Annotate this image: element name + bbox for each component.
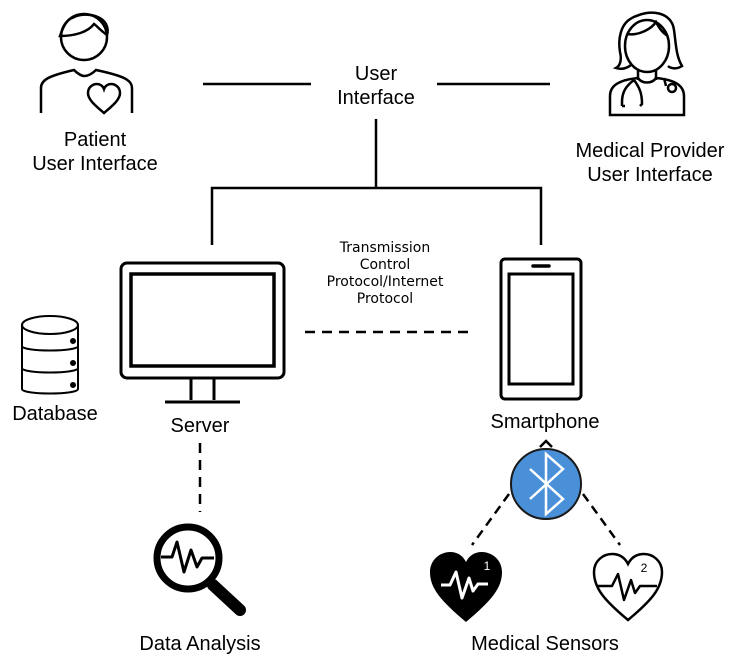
medical-sensors-label: Medical Sensors xyxy=(471,633,619,655)
ui-label-line1: User xyxy=(354,63,398,85)
patient-label-line1: Patient xyxy=(63,129,127,151)
smartphone-label: Smartphone xyxy=(490,411,600,433)
data-analysis-label: Data Analysis xyxy=(139,633,261,655)
sensor-2-number: 2 xyxy=(640,561,648,575)
protocol-line-2: Control xyxy=(359,257,411,273)
connector-bt-sensor2 xyxy=(581,493,622,546)
patient-label-line2: User Interface xyxy=(32,153,158,175)
arrow-to-smartphone xyxy=(539,439,553,448)
provider-label-line1: Medical Provider xyxy=(575,140,725,162)
ui-label-line2: Interface xyxy=(337,87,415,109)
sensor-2-heart-icon xyxy=(592,552,664,622)
bluetooth-icon xyxy=(510,448,582,520)
patient-heart-icon xyxy=(39,12,134,115)
smartphone-icon xyxy=(499,257,583,401)
protocol-line-3: Protocol/Internet xyxy=(326,274,444,290)
monitor-icon xyxy=(119,261,286,404)
protocol-line-4: Protocol xyxy=(356,291,414,307)
database-label: Database xyxy=(12,403,98,425)
connector-ui-branch xyxy=(210,186,543,245)
user-interface-label: User Interface xyxy=(316,62,436,110)
sensor-1-heart-icon xyxy=(430,552,502,622)
magnifier-heartbeat-icon xyxy=(153,523,246,616)
doctor-stethoscope-icon xyxy=(608,11,686,117)
sensor-1-number: 1 xyxy=(483,559,491,573)
provider-ui-label: Medical Provider User Interface xyxy=(560,139,740,187)
provider-label-line2: User Interface xyxy=(587,164,713,186)
patient-ui-label: Patient User Interface xyxy=(20,128,170,176)
protocol-label: Transmission Control Protocol/Internet P… xyxy=(310,240,460,308)
database-icon xyxy=(21,315,79,395)
protocol-line-1: Transmission xyxy=(339,240,431,256)
server-label: Server xyxy=(170,415,230,437)
connector-bt-sensor1 xyxy=(470,493,511,546)
